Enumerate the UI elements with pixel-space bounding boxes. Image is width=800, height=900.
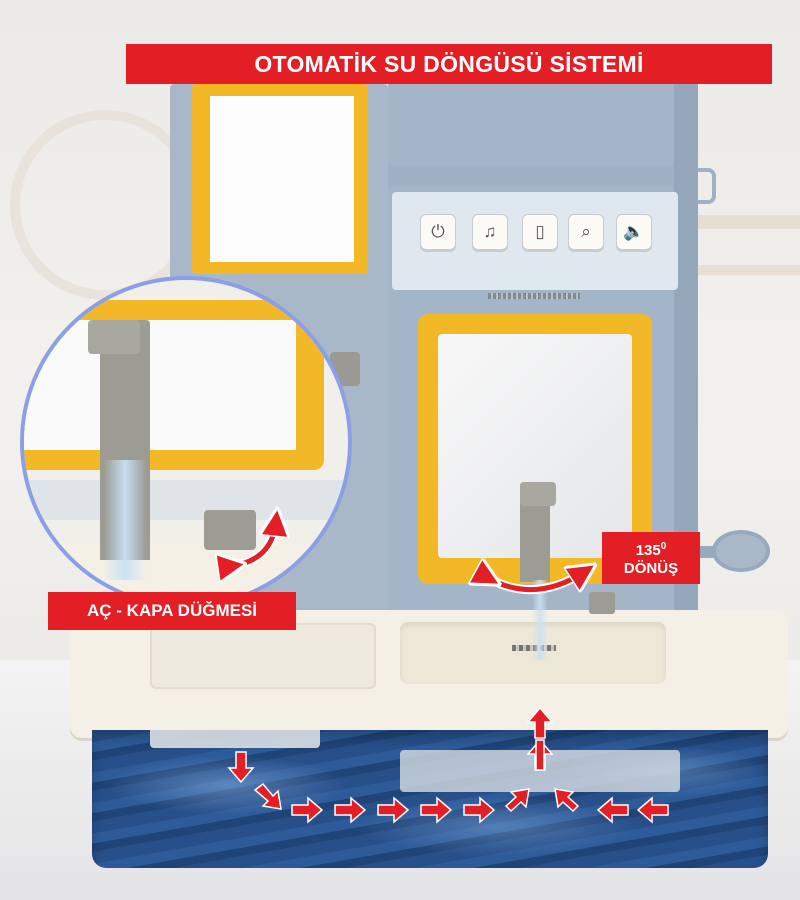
rotation-label: DÖNÜŞ — [623, 560, 679, 577]
rotation-degree: 1350 — [635, 541, 667, 559]
upper-mirror — [192, 84, 368, 274]
toy-side-post — [674, 84, 698, 614]
tank-window — [400, 750, 680, 792]
water-stream — [532, 580, 548, 660]
page-title: OTOMATİK SU DÖNGÜSÜ SİSTEMİ — [254, 50, 644, 77]
zoom-water-stream — [104, 460, 146, 580]
callout-label: AÇ - KAPA DÜĞMESİ — [87, 601, 257, 620]
tank-lid[interactable] — [150, 623, 376, 689]
toy-shelf — [388, 165, 698, 187]
on-off-button[interactable] — [589, 592, 615, 614]
zoom-on-off-button — [204, 510, 256, 550]
background-shelf — [690, 265, 800, 275]
tank-window — [150, 730, 320, 748]
speaker-grill — [488, 293, 580, 299]
music-icon[interactable]: ♫ — [472, 214, 508, 250]
faucet-spout — [520, 482, 556, 506]
header-banner: OTOMATİK SU DÖNGÜSÜ SİSTEMİ — [126, 44, 772, 84]
rotation-callout: 1350 DÖNÜŞ — [602, 532, 700, 584]
zoom-faucet-spout — [88, 320, 140, 354]
zoom-detail-circle — [20, 276, 352, 608]
cup-holder — [712, 530, 770, 572]
book-icon[interactable]: ▯ — [522, 214, 558, 250]
on-off-button-callout: AÇ - KAPA DÜĞMESİ — [48, 592, 296, 630]
power-icon[interactable]: ⏻ — [420, 214, 456, 250]
towel-hook — [698, 168, 716, 204]
control-panel: ⏻ ♫ ▯ ⌕ 🔈 — [392, 192, 678, 290]
volume-icon[interactable]: 🔈 — [616, 214, 652, 250]
search-icon[interactable]: ⌕ — [568, 214, 604, 250]
background-shelf — [690, 215, 800, 229]
